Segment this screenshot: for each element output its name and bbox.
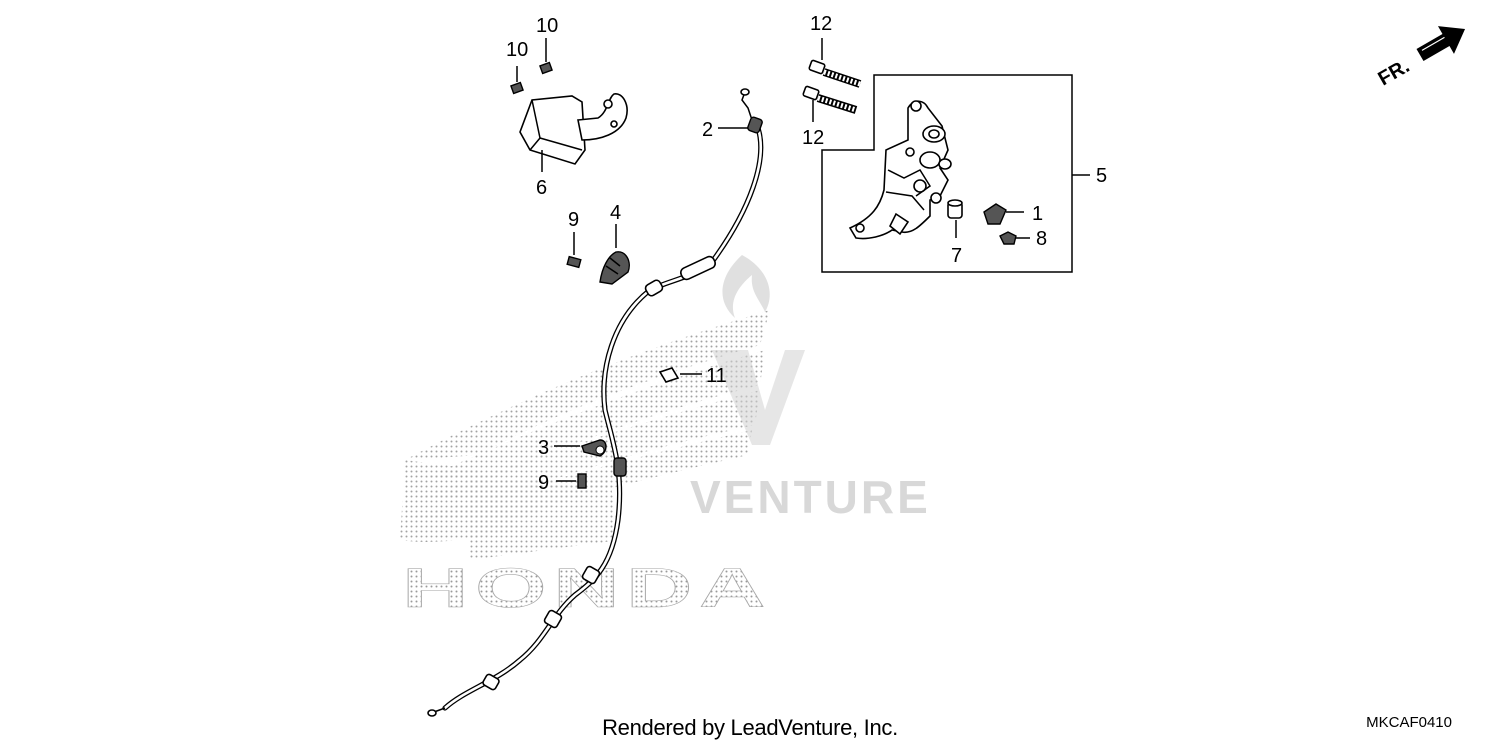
callout-5: 5: [1096, 165, 1107, 187]
screw-10-a: [510, 66, 524, 95]
leadventure-logo-watermark: [712, 255, 805, 445]
screw-10-b: [539, 38, 553, 75]
callout-6: 6: [536, 177, 547, 199]
callout-11: 11: [706, 365, 727, 387]
render-credit: Rendered by LeadVenture, Inc.: [602, 715, 898, 740]
screw-9-b: [556, 473, 587, 489]
brake-cable: [427, 88, 764, 717]
callout-3: 3: [538, 437, 549, 459]
nut-8: [999, 231, 1030, 245]
bracket-part: [554, 439, 607, 457]
callout-9-lower: 9: [538, 472, 549, 494]
callout-1: 1: [1032, 203, 1043, 225]
callout-9-upper: 9: [568, 209, 579, 231]
bolt-12-a: [808, 38, 862, 88]
clip-nut-11: [658, 367, 702, 383]
cover-part: [519, 93, 628, 165]
callout-10-left: 10: [506, 39, 528, 61]
watermark-provider-text: VENTURE: [690, 471, 931, 523]
screw-9-a: [566, 232, 582, 269]
callout-2: 2: [702, 119, 713, 141]
spring-1: [983, 203, 1024, 225]
callout-10-right: 10: [536, 15, 558, 37]
callout-7: 7: [951, 245, 962, 267]
front-label: FR.: [1375, 55, 1414, 90]
front-direction-arrow: [1416, 26, 1466, 62]
callout-12-top: 12: [810, 13, 832, 35]
assembly-box: [821, 74, 1090, 273]
callout-12-bottom: 12: [802, 127, 824, 149]
collar-7: [947, 199, 963, 238]
callout-8: 8: [1036, 228, 1047, 250]
bolt-12-b: [802, 85, 858, 122]
callout-4: 4: [610, 202, 621, 224]
caliper-assembly: [848, 100, 952, 240]
clip-part: [599, 224, 630, 285]
diagram-code: MKCAF0410: [1366, 714, 1452, 731]
